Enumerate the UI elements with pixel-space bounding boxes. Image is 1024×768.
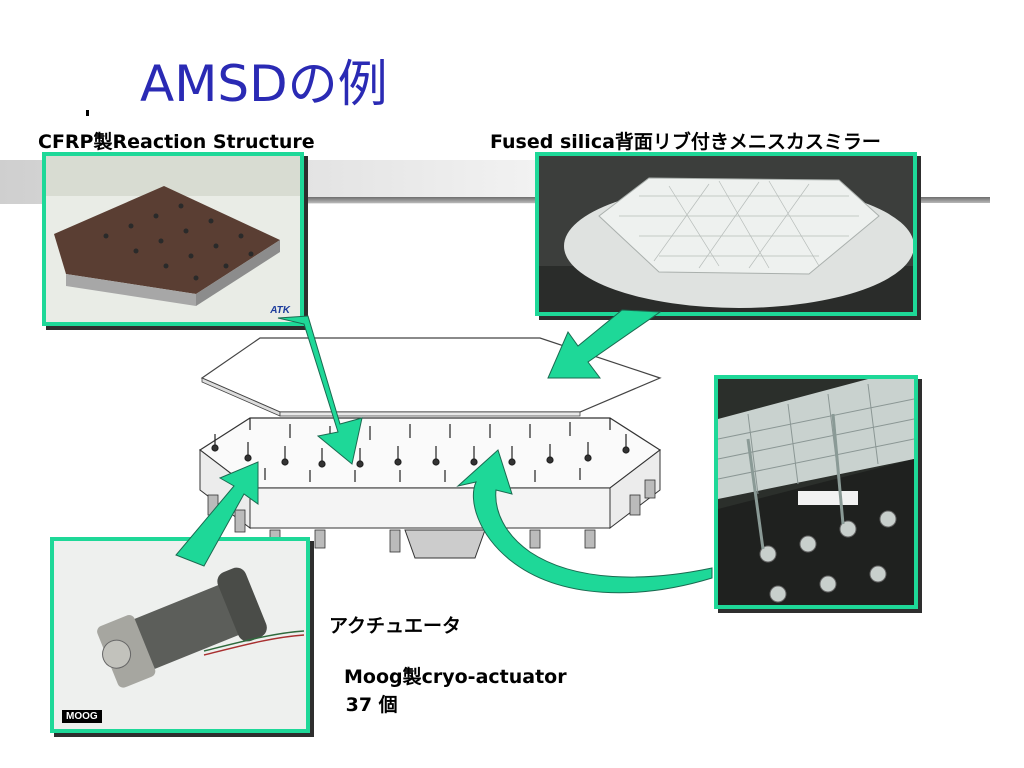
reaction-structure-label: CFRP製Reaction Structure (38, 131, 315, 153)
mirror-label: Fused silica背面リブ付きメニスカスミラー (490, 131, 881, 153)
title-tick-mark (86, 110, 89, 116)
actuator-label: アクチュエータ (329, 615, 462, 637)
actuator-photo: MOOG (50, 537, 310, 733)
mirror-photo (535, 152, 917, 316)
actuator-array-diagram (190, 330, 670, 570)
slide-title: AMSDの例 (140, 55, 388, 113)
moog-logo: MOOG (62, 710, 102, 723)
atk-logo: ATK (270, 305, 290, 316)
mounted-actuators-photo (714, 375, 918, 609)
reaction-structure-photo: ATK (42, 152, 304, 326)
actuator-count-label: 37 個 (339, 694, 398, 716)
moog-actuator-label: Moog製cryo-actuator (344, 666, 567, 688)
